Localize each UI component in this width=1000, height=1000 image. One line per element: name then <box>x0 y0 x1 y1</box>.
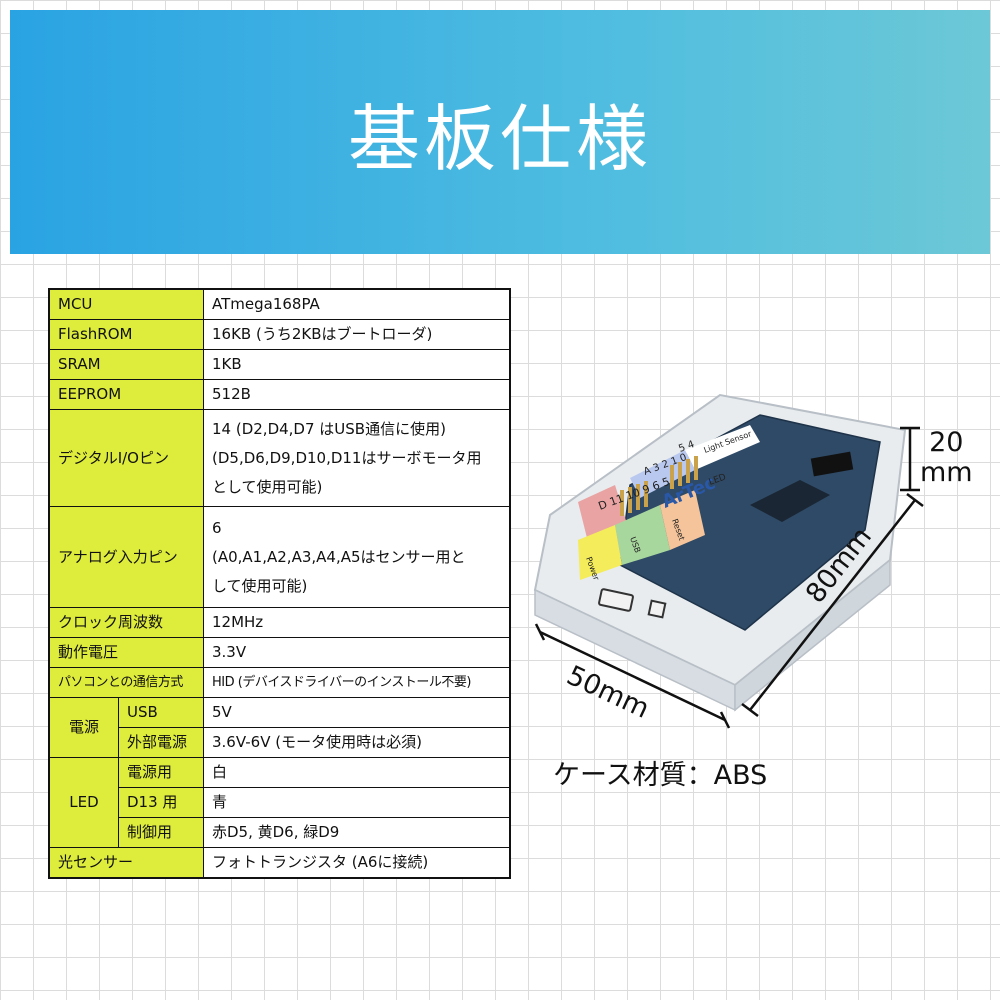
spec-value: 1KB <box>203 349 511 380</box>
spec-value: 赤D5, 黄D6, 緑D9 <box>203 817 511 848</box>
table-row: クロック周波数 12MHz <box>48 607 511 638</box>
spec-value: 6 (A0,A1,A2,A3,A4,A5はセンサー用と して使用可能) <box>203 506 511 608</box>
spec-label: 動作電圧 <box>48 637 204 668</box>
power-label <box>578 525 622 580</box>
table-row: SRAM 1KB <box>48 349 511 380</box>
spec-value: HID (デバイスドライバーのインストール不要) <box>203 667 511 698</box>
table-row: パソコンとの通信方式 HID (デバイスドライバーのインストール不要) <box>48 667 511 698</box>
spec-line: として使用可能) <box>212 477 323 496</box>
spec-value: ATmega168PA <box>203 288 511 320</box>
height-dimension: 20 mm <box>920 428 973 488</box>
a-pin-text-2: 5 4 <box>677 439 696 455</box>
spec-label: クロック周波数 <box>48 607 204 638</box>
table-row: アナログ入力ピン 6 (A0,A1,A2,A3,A4,A5はセンサー用と して使… <box>48 506 511 608</box>
spec-line: (D5,D6,D9,D10,D11はサーボモータ用 <box>212 448 482 467</box>
spec-label: EEPROM <box>48 379 204 410</box>
spec-value: 5V <box>203 697 511 728</box>
table-row: MCU ATmega168PA <box>48 288 511 320</box>
spec-value: 14 (D2,D4,D7 はUSB通信に使用) (D5,D6,D9,D10,D1… <box>203 409 511 507</box>
usb-label <box>615 505 670 565</box>
spec-line: 6 <box>212 518 222 537</box>
light-sensor-label <box>685 425 760 470</box>
spec-line: して使用可能) <box>212 576 308 595</box>
table-row: 制御用 赤D5, 黄D6, 緑D9 <box>49 817 511 848</box>
pin-headers <box>620 456 698 516</box>
mcu-chip <box>750 480 830 522</box>
table-row: D13 用 青 <box>49 787 511 818</box>
reset-port <box>647 599 667 619</box>
spec-value: 3.6V-6V (モータ使用時は必須) <box>203 727 511 758</box>
spec-sublabel: D13 用 <box>118 787 204 818</box>
spec-group-label: LED <box>48 757 119 848</box>
table-row: LED 電源用 白 <box>48 757 511 848</box>
spec-value: 12MHz <box>203 607 511 638</box>
case-side <box>734 558 891 712</box>
spec-value: 3.3V <box>203 637 511 668</box>
table-row: 電源 USB 5V <box>48 697 511 758</box>
spec-label: SRAM <box>48 349 204 380</box>
spec-value: 白 <box>203 757 511 788</box>
spec-value: 16KB (うち2KBはブートローダ) <box>203 319 511 350</box>
spec-value: 青 <box>203 787 511 818</box>
spec-label: パソコンとの通信方式 <box>48 667 204 698</box>
spec-group-label: 電源 <box>48 697 119 758</box>
spec-value: フォトトランジスタ (A6に接続) <box>203 847 511 879</box>
table-row: デジタルI/Oピン 14 (D2,D4,D7 はUSB通信に使用) (D5,D6… <box>48 409 511 507</box>
height-value: 20 <box>929 427 964 458</box>
spec-label: FlashROM <box>48 319 204 350</box>
table-row: 外部電源 3.6V-6V (モータ使用時は必須) <box>49 727 511 758</box>
spec-sublabel: 電源用 <box>118 757 204 788</box>
page-title: 基板仕様 <box>347 96 652 181</box>
spec-value: 512B <box>203 379 511 410</box>
spec-line: (A0,A1,A2,A3,A4,A5はセンサー用と <box>212 547 466 566</box>
usb-port <box>598 588 634 612</box>
board-case-illustration: D 11 10 9 6 5 A 3 2 1 0 5 4 Light Sensor… <box>533 393 924 729</box>
height-unit: mm <box>920 457 973 488</box>
spec-table: MCU ATmega168PA FlashROM 16KB (うち2KBはブート… <box>48 288 511 879</box>
table-row: 光センサー フォトトランジスタ (A6に接続) <box>48 847 511 879</box>
dimension-lines <box>534 426 924 729</box>
case-material: ケース材質：ABS <box>553 760 768 791</box>
title-banner: 基板仕様 <box>10 10 990 254</box>
connector <box>810 451 854 477</box>
spec-sublabel: USB <box>118 697 204 728</box>
spec-sublabel: 外部電源 <box>118 727 204 758</box>
spec-label: MCU <box>48 288 204 320</box>
spec-line: 14 (D2,D4,D7 はUSB通信に使用) <box>212 419 446 438</box>
reset-label <box>660 490 705 550</box>
table-row: 動作電圧 3.3V <box>48 637 511 668</box>
table-row: FlashROM 16KB (うち2KBはブートローダ) <box>48 319 511 350</box>
spec-label: アナログ入力ピン <box>48 506 204 608</box>
table-row: EEPROM 512B <box>48 379 511 410</box>
spec-sublabel: 制御用 <box>118 817 204 848</box>
spec-label: 光センサー <box>48 847 204 879</box>
spec-label: デジタルI/Oピン <box>48 409 204 507</box>
